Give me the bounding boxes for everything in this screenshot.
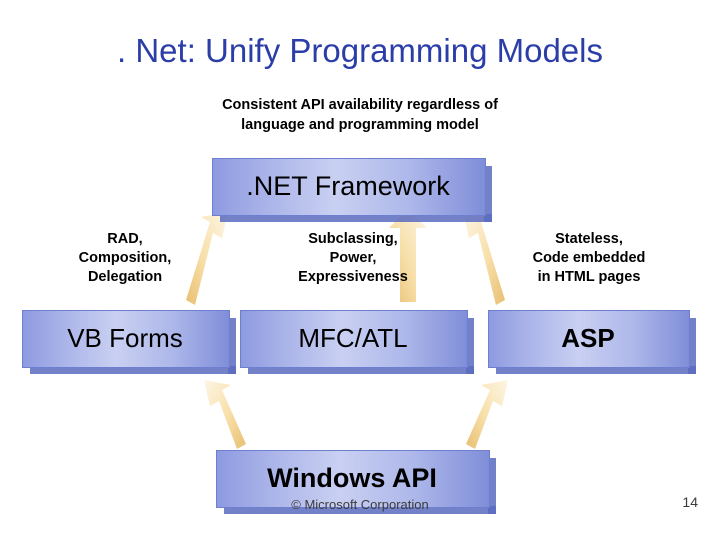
caption-rad-line-3: Delegation bbox=[87, 269, 163, 285]
box-label-mfc-atl: MFC/ATL bbox=[298, 322, 408, 353]
box-shadow-right bbox=[688, 318, 696, 374]
box-face bbox=[240, 310, 468, 368]
box-label-dotnet-framework: .NET Framework bbox=[246, 170, 450, 201]
slide-subtitle: Consistent API availability regardless o… bbox=[110, 95, 610, 135]
page-title: . Net: Unify Programming Models bbox=[117, 32, 603, 69]
box-label-windows-api: Windows API bbox=[267, 462, 437, 493]
box-label-vb-forms: VB Forms bbox=[67, 322, 183, 353]
box-face bbox=[22, 310, 230, 368]
box-shadow-bottom bbox=[224, 506, 496, 514]
arrow-winapi-to-asp bbox=[466, 380, 508, 449]
box-face bbox=[212, 158, 486, 216]
box-shadow-right bbox=[488, 458, 496, 514]
box-shadow-right bbox=[466, 318, 474, 374]
caption-stateless-line-1: Stateless, bbox=[555, 231, 623, 247]
caption-stateless: Stateless, Code embedded in HTML pages bbox=[488, 230, 690, 287]
footer-copyright: © Microsoft Corporation bbox=[291, 497, 429, 512]
box-vb-forms[interactable]: VB Forms bbox=[22, 310, 236, 374]
box-shadow-right bbox=[228, 318, 236, 374]
subtitle-line-1: Consistent API availability regardless o… bbox=[222, 97, 498, 113]
box-face bbox=[488, 310, 690, 368]
caption-rad: RAD, Composition, Delegation bbox=[20, 230, 230, 287]
caption-subclassing-line-2: Power, bbox=[329, 250, 377, 266]
box-face bbox=[216, 450, 490, 508]
box-shadow-bottom bbox=[220, 214, 492, 222]
footer-page-number: 14 bbox=[682, 494, 698, 510]
caption-stateless-line-2: Code embedded bbox=[532, 250, 646, 266]
caption-stateless-line-3: in HTML pages bbox=[537, 269, 641, 285]
caption-rad-line-1: RAD, bbox=[107, 231, 143, 247]
arrow-winapi-to-vbforms bbox=[204, 380, 246, 449]
box-shadow-bottom bbox=[496, 366, 696, 374]
caption-subclassing-line-3: Expressiveness bbox=[298, 269, 408, 285]
box-dotnet-framework[interactable]: .NET Framework bbox=[212, 158, 492, 222]
box-asp[interactable]: ASP bbox=[488, 310, 696, 374]
caption-rad-line-2: Composition, bbox=[78, 250, 172, 266]
caption-subclassing: Subclassing, Power, Expressiveness bbox=[240, 230, 466, 287]
box-shadow-bottom bbox=[30, 366, 236, 374]
box-mfc-atl[interactable]: MFC/ATL bbox=[240, 310, 474, 374]
box-windows-api[interactable]: Windows API bbox=[216, 450, 496, 514]
box-shadow-right bbox=[484, 166, 492, 222]
subtitle-line-2: language and programming model bbox=[241, 117, 479, 133]
box-label-asp: ASP bbox=[561, 322, 615, 353]
caption-subclassing-line-1: Subclassing, bbox=[308, 231, 398, 247]
box-shadow-bottom bbox=[248, 366, 474, 374]
